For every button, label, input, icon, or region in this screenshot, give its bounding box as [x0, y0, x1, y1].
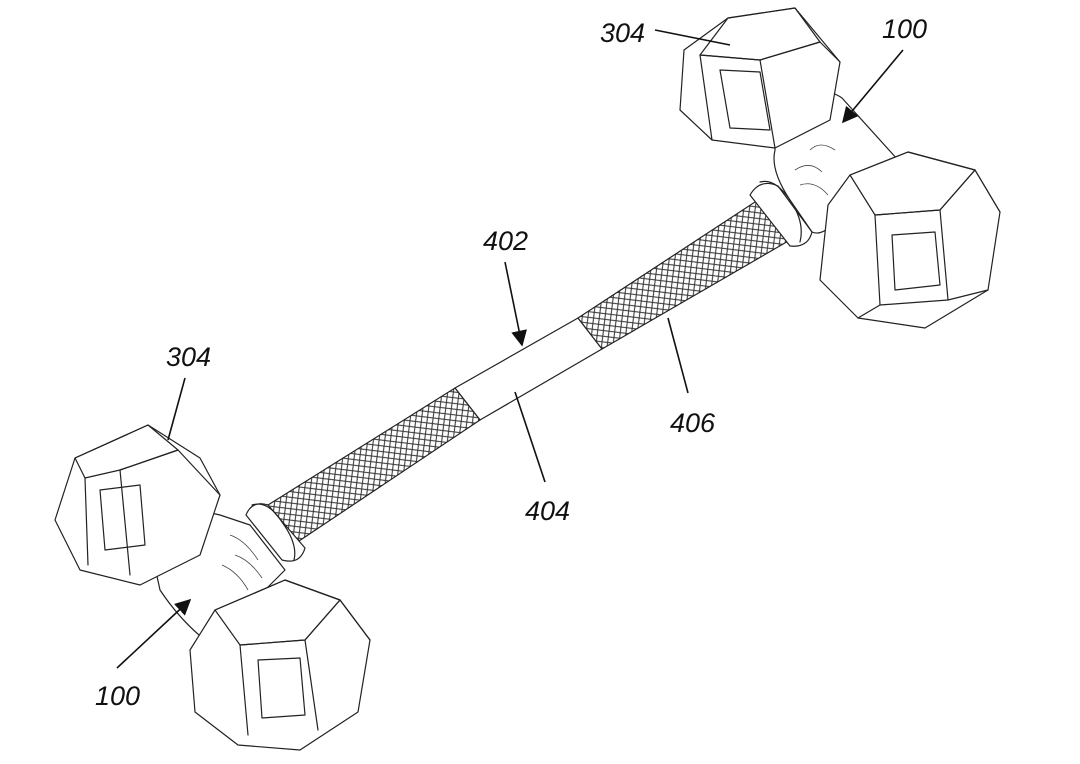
label-100-top: 100 [882, 14, 927, 44]
arrow-100-bottom [116, 598, 192, 669]
upper-knurled-grip [577, 199, 791, 350]
arrow-402 [504, 261, 527, 347]
upper-top-hex-weight [679, 7, 841, 149]
lower-knurled-grip [267, 387, 481, 546]
leader-304-top [654, 29, 731, 46]
lower-collar [245, 503, 306, 562]
bar [267, 199, 791, 546]
label-304-top: 304 [600, 18, 645, 48]
leader-404 [514, 391, 546, 483]
lower-right-hex-weight [189, 579, 371, 751]
leader-304-left [167, 377, 186, 441]
label-304-left: 304 [166, 342, 211, 372]
label-402: 402 [483, 226, 528, 256]
label-404: 404 [525, 496, 570, 526]
leader-406 [667, 317, 689, 394]
upper-bottom-hex-weight [819, 151, 1001, 329]
label-406: 406 [670, 408, 716, 438]
arrow-100-top [841, 49, 904, 124]
bar-middle-section [454, 317, 603, 421]
label-100-bottom: 100 [95, 681, 140, 711]
lower-left-hex-weight [54, 424, 221, 586]
